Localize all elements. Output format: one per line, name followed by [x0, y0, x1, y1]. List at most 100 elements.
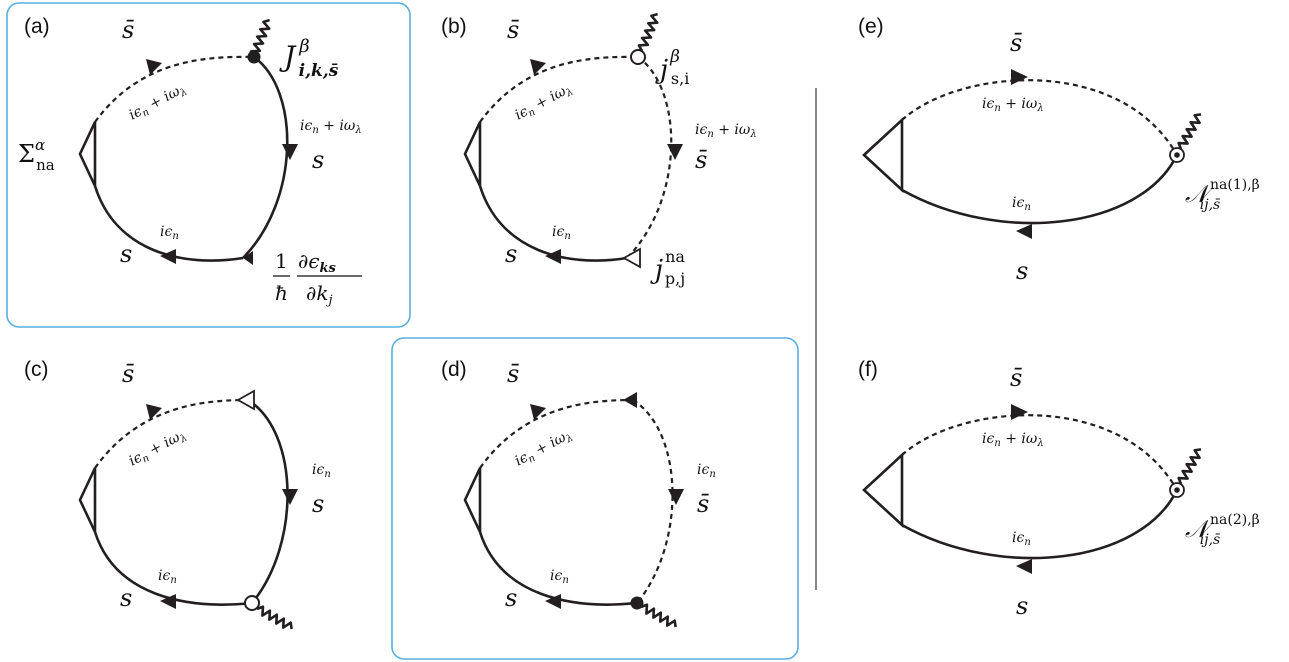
label-sbar-right: s̄ [697, 490, 710, 518]
svg-text:ħ: ħ [275, 281, 288, 305]
photon-wavy-line [636, 10, 662, 54]
velocity-vertex-filled-triangle [243, 251, 253, 265]
panel-label-a: (a) [24, 15, 50, 38]
arrow-top [146, 404, 162, 420]
svg-text:1: 1 [275, 249, 288, 273]
panel-label-b: (b) [441, 15, 467, 38]
dashed-propagator-top [901, 414, 1178, 491]
vertex-dotted-center [1174, 487, 1180, 493]
label-sbar-top: s̄ [507, 360, 520, 388]
label-freq-right: iϵn + iωλ [695, 122, 757, 140]
label-freq-top: iϵn + iωλ [982, 96, 1044, 114]
label-freq-bottom: iϵn [1012, 195, 1031, 213]
current-vertex-open [244, 595, 260, 611]
label-s-bottom: s [120, 240, 132, 268]
solid-propagator-bottom [901, 154, 1179, 225]
current-vertex-filled [630, 596, 644, 610]
self-energy-triangle [463, 467, 482, 533]
label-s-bottom: s [1016, 592, 1028, 620]
arrow-right [282, 489, 298, 505]
label-freq-bottom: iϵn [1012, 530, 1031, 548]
arrow-bottom [160, 249, 176, 264]
label-freq-bottom: iϵn [552, 224, 571, 242]
label-s-bottom: s [120, 584, 132, 612]
dashed-propagator-right [626, 56, 673, 259]
label-freq-top: iϵn + iωλ [512, 80, 575, 125]
svg-text:∂ϵks: ∂ϵks [298, 249, 337, 276]
arrow-top [146, 59, 162, 75]
arrow-top [530, 59, 546, 75]
label-s-bottom: s [505, 584, 517, 612]
dashed-propagator-top [901, 79, 1178, 156]
arrow-bottom [545, 594, 561, 609]
panel-c: (c) s̄ iϵn + iωλ iϵn s iϵn s [24, 358, 331, 633]
solid-propagator-right [247, 398, 289, 604]
solid-propagator-bottom [901, 489, 1179, 560]
arrow-right [668, 489, 684, 505]
label-sbar-top: s̄ [122, 16, 135, 44]
arrow-top [1011, 404, 1028, 420]
solid-propagator-right [242, 55, 289, 259]
label-freq-bottom: iϵn [160, 224, 179, 242]
label-s-right: s [312, 146, 324, 174]
panel-d: (d) s̄ iϵn + iωλ iϵn s̄ iϵn s [441, 358, 716, 631]
label-freq-top: iϵn + iωλ [126, 80, 189, 125]
current-vertex-open [630, 49, 646, 65]
self-energy-triangle [862, 117, 904, 193]
arrow-bottom [1016, 559, 1032, 574]
label-freq-top: iϵn + iωλ [982, 431, 1044, 449]
vertex-dotted-center [1174, 152, 1180, 158]
photon-wavy-line [1175, 110, 1205, 152]
label-sbar-top: s̄ [1010, 364, 1023, 392]
solid-propagator-bottom [478, 531, 638, 606]
self-energy-triangle [78, 467, 97, 533]
label-sbar-right: s̄ [695, 146, 708, 174]
label-freq-bottom: iϵn [550, 568, 569, 586]
label-s-bottom: s [1016, 257, 1028, 285]
arrow-bottom [545, 249, 561, 264]
panel-label-e: (e) [858, 15, 884, 38]
panel-label-d: (d) [441, 358, 467, 381]
label-freq-bottom: iϵn [158, 568, 177, 586]
panel-label-c: (c) [24, 358, 49, 381]
solid-propagator-bottom [93, 185, 244, 262]
self-energy-triangle [463, 121, 482, 187]
label-s-bottom: s [505, 240, 517, 268]
panel-label-f: (f) [858, 358, 878, 381]
label-sbar-top: s̄ [507, 16, 520, 44]
arrow-right [282, 144, 298, 160]
photon-wavy-line [638, 601, 680, 631]
self-energy-triangle [862, 452, 904, 528]
photon-wavy-line [254, 603, 296, 633]
label-sbar-top: s̄ [122, 360, 135, 388]
arrow-top [530, 404, 546, 420]
arrow-bottom [160, 594, 176, 609]
label-sbar-top: s̄ [1010, 29, 1023, 57]
highlight-frame-d [391, 337, 799, 660]
svg-text:∂kj: ∂kj [306, 281, 333, 308]
solid-propagator-bottom [93, 531, 253, 606]
label-freq-top: iϵn + iωλ [126, 426, 189, 471]
photon-wavy-line [1175, 445, 1205, 487]
label-freq-top: iϵn + iωλ [512, 426, 575, 471]
label-freq-right: iϵn + iωλ [300, 118, 362, 136]
label-s-right: s [312, 490, 324, 518]
label-freq-right: iϵn [312, 462, 331, 480]
photon-wavy-line [248, 16, 274, 60]
vertex-filled-triangle [623, 392, 637, 408]
vertex-open-triangle [622, 247, 641, 269]
arrow-bottom [1016, 224, 1032, 239]
dashed-propagator-right [632, 399, 674, 604]
vertex-open-triangle [236, 389, 255, 411]
self-energy-triangle [78, 121, 97, 187]
arrow-right [667, 144, 683, 160]
